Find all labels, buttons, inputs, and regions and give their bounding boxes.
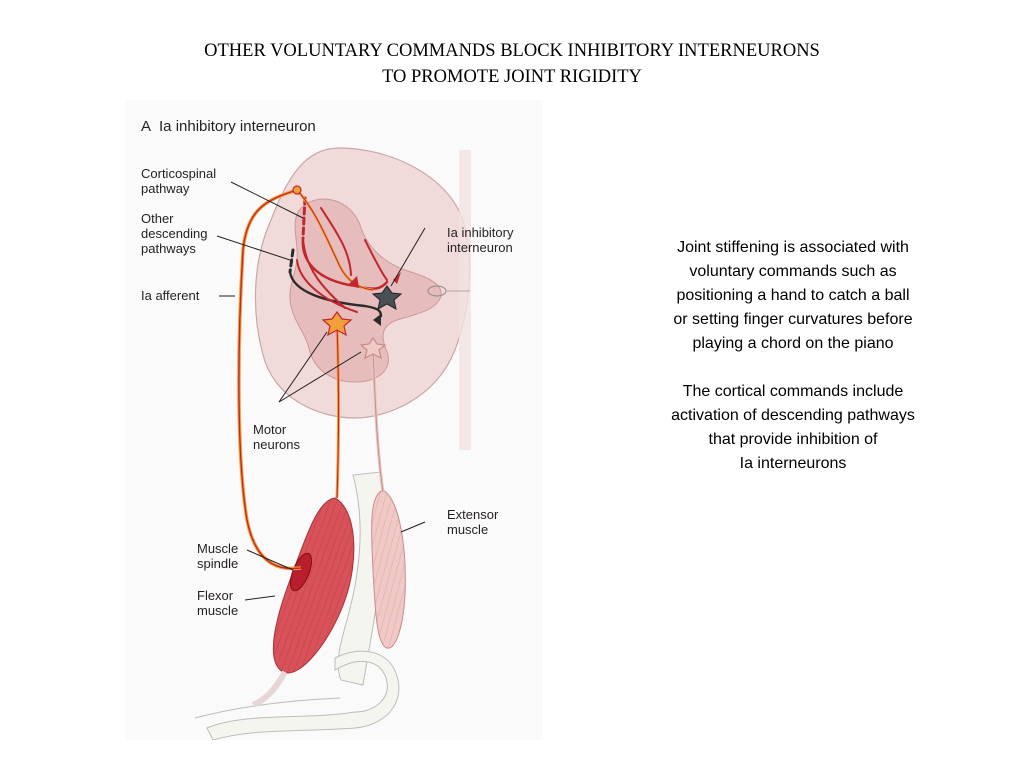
spinal-cord-gray-matter <box>289 198 442 383</box>
label-ia-afferent: Ia afferent <box>141 288 199 303</box>
spinal-cord-section <box>254 147 471 450</box>
label-motor-neurons: Motor neurons <box>253 422 300 452</box>
panel-title: Ia inhibitory interneuron <box>159 118 316 135</box>
paragraph-2-line-4: Ia interneurons <box>739 455 847 472</box>
leader-lines <box>216 181 426 601</box>
neuron-cells <box>321 272 403 360</box>
label-corticospinal-line-2: pathway <box>141 181 190 196</box>
label-ia-inhibitory-line-1: Ia inhibitory <box>447 225 514 240</box>
label-muscle-spindle: Muscle spindle <box>197 541 238 571</box>
panel-heading: A Ia inhibitory interneuron <box>141 118 316 135</box>
explanation-text: Joint stiffening is associated with volu… <box>640 236 946 476</box>
flexor-tendon <box>251 670 288 708</box>
paragraph-1-line-5: playing a chord on the piano <box>692 335 894 352</box>
label-ia-inhibitory-line-2: interneuron <box>447 240 513 255</box>
spinal-reflex-figure: A Ia inhibitory interneuron Corticospinal… <box>125 100 543 740</box>
label-corticospinal-line-1: Corticospinal <box>141 166 217 181</box>
explanation-paragraph-2: The cortical commands include activation… <box>640 380 946 476</box>
paragraph-1-line-4: or setting finger curvatures before <box>673 311 913 328</box>
motor-axons <box>335 323 385 499</box>
label-extensor-line-2: muscle <box>447 522 489 537</box>
label-muscle-spindle-line-1: Muscle <box>197 541 239 556</box>
label-motor-neurons-line-1: Motor <box>253 422 287 437</box>
other-descending-pathway <box>288 248 295 274</box>
label-other-descending-pathways: Other descending pathways <box>141 211 208 256</box>
ia-afferent-ending <box>292 185 302 195</box>
motor-neuron-flexor <box>321 310 353 337</box>
explanation-paragraph-1: Joint stiffening is associated with volu… <box>640 236 946 356</box>
label-other-descending-line-3: pathways <box>141 241 196 256</box>
paragraph-2-line-2: activation of descending pathways <box>671 407 915 424</box>
ia-inhibitory-neuron-cell <box>371 285 403 310</box>
paragraph-1-line-3: positioning a hand to catch a ball <box>676 287 910 304</box>
corticospinal-pathway <box>301 196 307 240</box>
paragraph-1-line-1: Joint stiffening is associated with <box>677 239 909 256</box>
label-flexor-muscle: Flexor muscle <box>197 588 238 618</box>
label-extensor-muscle: Extensor muscle <box>447 507 498 537</box>
extensor-muscle <box>371 489 406 649</box>
label-ia-afferent-line-1: Ia afferent <box>141 288 200 303</box>
label-ia-inhibitory-interneuron: Ia inhibitory interneuron <box>447 225 513 255</box>
panel-letter: A <box>141 118 152 135</box>
paragraph-1-line-2: voluntary commands such as <box>689 263 897 280</box>
paragraph-2-line-3: that provide inhibition of <box>708 431 878 448</box>
reflex-illustration <box>125 100 543 740</box>
motor-neuron-extensor <box>359 336 387 360</box>
label-corticospinal-pathway: Corticospinal pathway <box>141 166 216 196</box>
label-flexor-line-1: Flexor <box>197 588 234 603</box>
label-other-descending-line-2: descending <box>141 226 208 241</box>
label-other-descending-line-1: Other <box>141 211 174 226</box>
label-motor-neurons-line-2: neurons <box>253 437 300 452</box>
paragraph-2-line-1: The cortical commands include <box>682 383 904 400</box>
slide-title-line-1: OTHER VOLUNTARY COMMANDS BLOCK INHIBITOR… <box>204 41 820 61</box>
forearm-bone <box>206 650 400 740</box>
label-flexor-line-2: muscle <box>197 603 239 618</box>
label-muscle-spindle-line-2: spindle <box>197 556 239 571</box>
label-extensor-line-1: Extensor <box>447 507 499 522</box>
flexor-muscle <box>251 497 355 708</box>
slide-title-line-2: TO PROMOTE JOINT RIGIDITY <box>382 67 642 87</box>
slide-title: OTHER VOLUNTARY COMMANDS BLOCK INHIBITOR… <box>0 38 1024 90</box>
central-canal <box>427 285 447 297</box>
